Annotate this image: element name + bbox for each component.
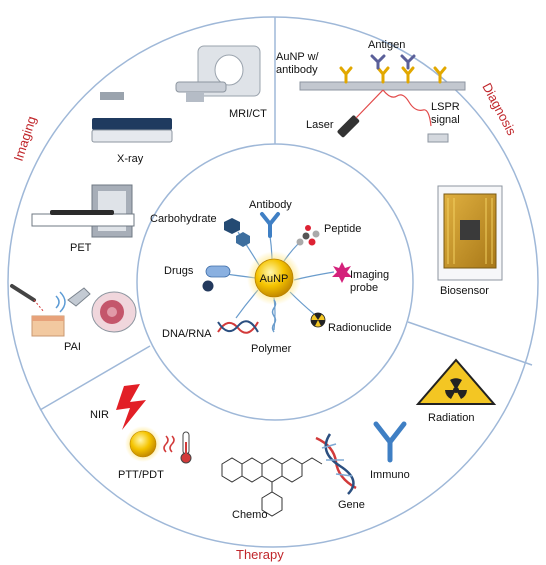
imaging-probe-label-line1: Imaging bbox=[350, 269, 389, 281]
biosensor-icon bbox=[437, 185, 503, 281]
section-title-therapy: Therapy bbox=[236, 547, 284, 562]
aunp-label: AuNP bbox=[260, 273, 289, 285]
pet-label: PET bbox=[70, 242, 92, 254]
imaging-probe-label-line2: probe bbox=[350, 282, 378, 294]
chemo-label: Chemo bbox=[232, 509, 267, 521]
dna-rna-icon bbox=[217, 320, 259, 334]
aunp-antibody-label-line2: antibody bbox=[276, 64, 318, 76]
xray-icon bbox=[91, 92, 173, 143]
laser-icon bbox=[337, 89, 449, 143]
peptide-label: Peptide bbox=[324, 223, 361, 235]
lspr-signal-wave bbox=[382, 89, 432, 127]
laser-label: Laser bbox=[306, 119, 334, 131]
carbohydrate-icon bbox=[224, 218, 250, 247]
radiation-icon bbox=[415, 358, 497, 405]
peptide-icon bbox=[296, 225, 320, 246]
mri-ct-icon bbox=[175, 45, 261, 102]
immuno-label: Immuno bbox=[370, 469, 410, 481]
nir-label: NIR bbox=[90, 409, 109, 421]
gene-dna-icon bbox=[315, 433, 357, 495]
aunp-antibody-label-line1: AuNP w/ bbox=[276, 51, 320, 63]
aunp-center: AuNP Carbohydrate Antibody Peptide D bbox=[150, 199, 392, 355]
immuno-antibody-icon bbox=[373, 421, 407, 463]
drugs-label: Drugs bbox=[164, 265, 194, 277]
biosensor-label: Biosensor bbox=[440, 285, 489, 297]
divider-right bbox=[407, 321, 533, 366]
divider-left bbox=[39, 345, 151, 411]
surface-antibodies bbox=[339, 66, 447, 84]
nir-lightning-icon bbox=[116, 384, 146, 430]
drugs-icon bbox=[202, 265, 231, 292]
aunp-core bbox=[254, 258, 294, 298]
pai-icon bbox=[10, 284, 137, 337]
radiation-label: Radiation bbox=[428, 412, 474, 424]
polymer-icon bbox=[271, 299, 277, 333]
lspr-label-line1: LSPR bbox=[431, 101, 460, 113]
therapy-section: Radiation NIR PTT/PDT Chemo bbox=[90, 358, 497, 521]
mri-ct-label: MRI/CT bbox=[229, 108, 267, 120]
section-title-diagnosis: Diagnosis bbox=[479, 80, 519, 138]
imaging-section: MRI/CT X-ray PET PAI bbox=[10, 45, 267, 353]
chemo-molecule-icon bbox=[221, 457, 323, 517]
gene-label: Gene bbox=[338, 499, 365, 511]
antibody-label: Antibody bbox=[249, 199, 292, 211]
section-title-imaging: Imaging bbox=[11, 114, 40, 163]
xray-label: X-ray bbox=[117, 153, 144, 165]
radionuclide-label: Radionuclide bbox=[328, 322, 392, 334]
ring-structure bbox=[7, 16, 539, 548]
antigen-label: Antigen bbox=[368, 39, 405, 51]
antigen-icon bbox=[370, 54, 416, 70]
ptt-pdt-label: PTT/PDT bbox=[118, 469, 164, 481]
carbohydrate-label: Carbohydrate bbox=[150, 213, 217, 225]
dna-rna-label: DNA/RNA bbox=[162, 328, 212, 340]
pet-icon bbox=[31, 184, 135, 238]
antibody-icon bbox=[260, 212, 280, 238]
lspr-label-line2: signal bbox=[431, 114, 460, 126]
diagnosis-section: AuNP w/ antibody Antigen Laser LSPR sign… bbox=[276, 39, 503, 297]
radionuclide-icon bbox=[310, 312, 326, 328]
imaging-probe-icon bbox=[332, 262, 352, 283]
polymer-label: Polymer bbox=[251, 343, 292, 355]
pai-label: PAI bbox=[64, 341, 81, 353]
ptt-pdt-icon bbox=[125, 426, 192, 464]
